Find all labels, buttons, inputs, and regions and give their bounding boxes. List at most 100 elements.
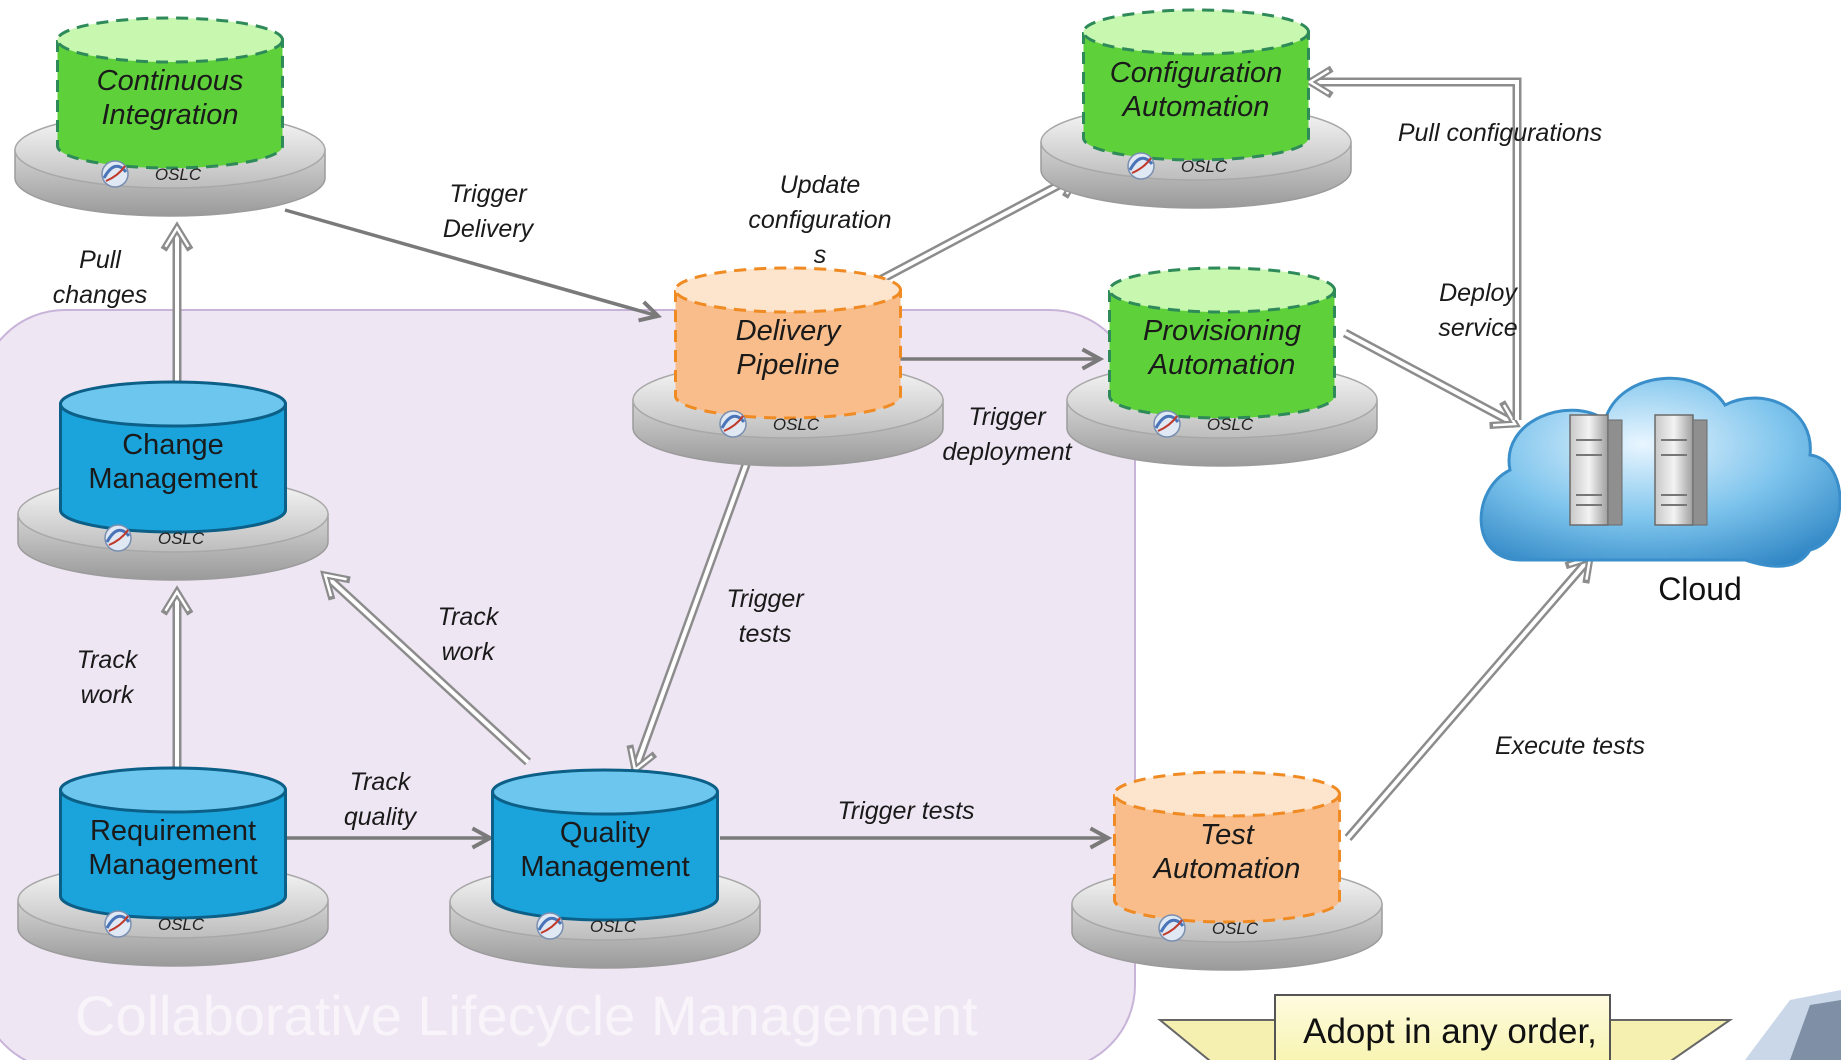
oslc-badge: OSLC — [158, 529, 205, 548]
callout-box — [1274, 994, 1611, 1060]
cloud-node: Cloud — [1479, 376, 1841, 607]
arrow-req-to-qual — [285, 826, 495, 850]
arrow-test-to-cloud — [1344, 552, 1595, 841]
node-label-line: Continuous — [97, 65, 244, 97]
edge-labels-layer: PullchangesTriggerDeliveryUpdateconfigur… — [53, 119, 1645, 831]
node-cylinder-top — [1113, 770, 1341, 818]
node-cylinder — [1108, 288, 1336, 420]
callout-left-wing — [1157, 1019, 1276, 1060]
edge-label-line: Track — [350, 768, 412, 796]
edge-label-line: Track — [438, 603, 500, 631]
node-cylinder-top — [56, 16, 284, 64]
oslc-badge: OSLC — [155, 165, 202, 184]
node-label-line: Delivery — [736, 315, 842, 347]
node-label-line: Management — [88, 849, 257, 881]
edge-label-line: changes — [53, 281, 148, 309]
edge-label-line: configuration — [748, 206, 891, 234]
edge-label-deploy-service: Deploy service — [1438, 279, 1518, 342]
edge-label-line: work — [442, 638, 496, 666]
arrow-pipe-to-prov — [898, 347, 1105, 371]
arrow-cloud-to-config — [1303, 65, 1522, 420]
node-label-line: Quality — [560, 817, 651, 849]
node-label-line: Automation — [1121, 91, 1270, 123]
node-cylinder — [1082, 30, 1310, 162]
edge-label-line: quality — [344, 803, 418, 831]
node-cylinder-top — [1082, 8, 1310, 56]
oslc-logo-icon — [1127, 152, 1155, 180]
node-cylinder — [59, 402, 287, 534]
node-label-line: Change — [122, 429, 224, 461]
node-label-line: Test — [1200, 819, 1256, 851]
edge-label-execute-tests: Execute tests — [1495, 732, 1645, 760]
arrows-layer — [160, 65, 1595, 850]
node-cylinder — [1113, 792, 1341, 924]
corner-decoration — [1745, 990, 1841, 1060]
oslc-logo-icon — [104, 524, 132, 552]
edge-label-line: work — [81, 681, 135, 709]
oslc-logo-icon — [536, 912, 564, 940]
node-label-line: Configuration — [1110, 57, 1283, 89]
node-cylinder-top — [59, 380, 287, 428]
arrow-qual-to-test — [720, 826, 1113, 850]
arrow-prov-to-cloud — [1342, 329, 1521, 429]
edge-label-update-config: Update configuration s — [748, 171, 891, 269]
node-cylinder — [674, 288, 902, 420]
node-cylinder — [491, 790, 719, 922]
oslc-logo-icon — [1158, 914, 1186, 942]
arrow-pipe-to-config — [877, 169, 1084, 284]
arrow-qual-to-change — [320, 570, 532, 766]
node-cylinder-top — [59, 766, 287, 814]
arrow-change-to-ci — [160, 221, 194, 385]
edge-label-trigger-tests-h: Trigger tests — [837, 797, 974, 825]
edge-label-line: Trigger — [726, 585, 805, 613]
callout-right-wing — [1609, 1019, 1734, 1060]
edge-label-line: service — [1438, 314, 1517, 342]
edge-label-track-quality: Track quality — [344, 768, 418, 831]
callout-text: Adopt in any order, — [1303, 1012, 1597, 1051]
edge-label-pull-configs: Pull configurations — [1398, 119, 1602, 147]
server-icon — [1569, 414, 1708, 526]
edge-label-trigger-tests-v: Trigger tests — [726, 585, 805, 648]
edge-label-line: s — [814, 241, 827, 269]
edge-label-line: Pull configurations — [1398, 119, 1602, 147]
node-label-line: Provisioning — [1143, 315, 1301, 347]
edge-label-line: Update — [780, 171, 861, 199]
edge-label-line: Deploy — [1439, 279, 1518, 307]
node-label-line: Management — [520, 851, 689, 883]
adopt-callout: Adopt in any order, — [1157, 990, 1841, 1060]
edge-label-line: Track — [77, 646, 139, 674]
edge-label-line: Trigger tests — [837, 797, 974, 825]
node-label-line: Requirement — [90, 815, 256, 847]
oslc-badge: OSLC — [1207, 415, 1254, 434]
edge-label-track-work-left: Track work — [77, 646, 139, 709]
node-cylinder — [59, 788, 287, 920]
cloud-label: Cloud — [1658, 571, 1742, 607]
oslc-badge: OSLC — [1212, 919, 1259, 938]
node-cylinder-top — [1108, 266, 1336, 314]
oslc-logo-icon — [719, 410, 747, 438]
edge-label-line: Trigger — [449, 180, 528, 208]
oslc-badge: OSLC — [773, 415, 820, 434]
edge-label-pull-changes: Pull changes — [53, 246, 148, 309]
edge-label-line: tests — [739, 620, 792, 648]
edge-label-track-work-diag: Track work — [438, 603, 500, 666]
edge-label-line: Delivery — [443, 215, 535, 243]
arrow-req-to-change — [160, 585, 194, 770]
oslc-logo-icon — [104, 910, 132, 938]
node-cylinder-top — [491, 768, 719, 816]
clm-region-title: Collaborative Lifecycle Management — [75, 984, 978, 1047]
oslc-badge: OSLC — [590, 917, 637, 936]
arrow-ci-to-pipe — [284, 208, 663, 323]
edge-label-line: Pull — [79, 246, 122, 274]
arrow-pipe-to-qual — [626, 438, 760, 777]
